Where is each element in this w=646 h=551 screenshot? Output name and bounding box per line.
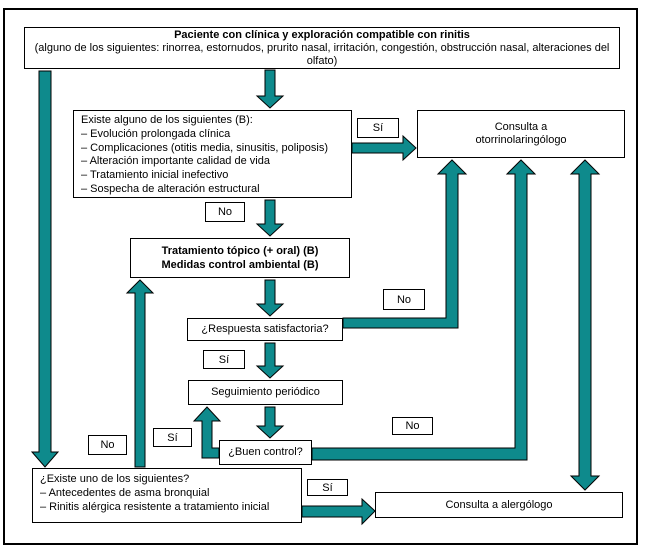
yes-label-allergy: Sí	[307, 479, 348, 496]
diagram-border	[3, 8, 638, 545]
allergy-criteria-item: – Rinitis alérgica resistente a tratamie…	[40, 501, 270, 513]
start-subtitle: (alguno de los siguientes: rinorrea, est…	[34, 41, 610, 67]
allergy-criteria-item: – Antecedentes de asma bronquial	[40, 487, 210, 499]
no-label-control-left: No	[88, 435, 127, 455]
yes-label-response: Sí	[203, 350, 245, 369]
criteria-item: – Evolución prolongada clínica	[81, 127, 231, 140]
control-node: ¿Buen control?	[219, 440, 312, 465]
treatment-line2: Medidas control ambiental (B)	[161, 259, 319, 271]
criteria-node: Existe alguno de los siguientes (B): – E…	[73, 110, 352, 198]
allergy-criteria-node: ¿Existe uno de los siguientes? – Anteced…	[32, 468, 302, 523]
response-node: ¿Respuesta satisfactoria?	[187, 318, 343, 341]
allergist-referral-node: Consulta a alergólogo	[375, 492, 623, 518]
followup-node: Seguimiento periódico	[188, 380, 343, 405]
criteria-item: – Complicaciones (otitis media, sinusiti…	[81, 141, 328, 154]
treatment-node: Tratamiento tópico (+ oral) (B) Medidas …	[130, 238, 350, 278]
treatment-line1: Tratamiento tópico (+ oral) (B)	[161, 245, 319, 257]
no-label-response: No	[383, 289, 425, 310]
no-label-control-right: No	[392, 417, 433, 435]
criteria-item: – Alteración importante calidad de vida	[81, 155, 270, 168]
criteria-title: Existe alguno de los siguientes (B):	[81, 114, 253, 126]
ent-referral-node: Consulta a otorrinolaringólogo	[417, 110, 625, 158]
yes-label-control: Sí	[153, 428, 192, 447]
ent-referral-line2: otorrinolaringólogo	[475, 134, 567, 146]
start-node: Paciente con clínica y exploración compa…	[24, 27, 620, 69]
criteria-item: – Tratamiento inicial inefectivo	[81, 169, 229, 182]
no-label-criteria: No	[205, 202, 245, 222]
allergy-criteria-title: ¿Existe uno de los siguientes?	[40, 473, 190, 485]
yes-label-criteria: Sí	[357, 118, 399, 138]
ent-referral-line1: Consulta a	[494, 121, 548, 133]
criteria-item: – Sospecha de alteración estructural	[81, 182, 260, 195]
start-title: Paciente con clínica y exploración compa…	[174, 28, 470, 41]
